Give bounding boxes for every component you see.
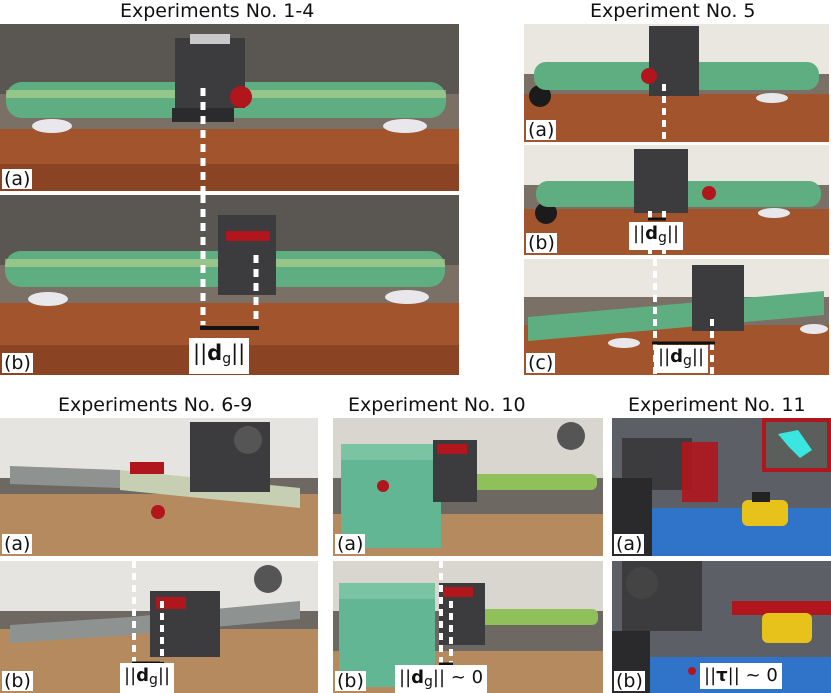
title-experiment-10: Experiment No. 10 xyxy=(348,394,526,416)
photo-exp5-b: (b) ||dg|| xyxy=(524,145,829,255)
title-experiments-6-9: Experiments No. 6-9 xyxy=(58,394,253,416)
panel-label: (b) xyxy=(335,670,366,692)
photo-exp11-a: (a) xyxy=(612,418,831,556)
photo-exp1-4-a: (a) xyxy=(0,24,459,191)
panel-label: (a) xyxy=(614,533,645,555)
panel-label: (a) xyxy=(526,119,557,141)
title-experiments-1-4: Experiments No. 1-4 xyxy=(120,0,315,22)
photo-exp5-a: (a) xyxy=(524,24,829,142)
distance-metric-dg: ||dg|| xyxy=(189,338,250,374)
photo-exp5-c: (c) ||dg|| xyxy=(524,259,829,375)
photo-exp10-a: (a) xyxy=(333,418,603,556)
torque-metric-tau-approx-zero: ||τ|| ~ 0 xyxy=(700,663,782,689)
distance-metric-dg: ||dg|| xyxy=(120,663,175,693)
panel-label: (b) xyxy=(2,670,33,692)
panel-label: (a) xyxy=(2,168,33,190)
panel-label: (a) xyxy=(2,533,33,555)
panel-label: (b) xyxy=(2,352,33,374)
photo-exp6-9-a: (a) xyxy=(0,418,318,556)
panel-label: (b) xyxy=(614,670,645,692)
panel-label: (a) xyxy=(335,533,366,555)
distance-metric-dg: ||dg|| xyxy=(629,222,684,250)
photo-exp11-b: (b) ||τ|| ~ 0 xyxy=(612,561,831,693)
distance-metric-dg-approx-zero: ||dg|| ~ 0 xyxy=(395,665,488,693)
photo-exp10-b: (b) ||dg|| ~ 0 xyxy=(333,561,603,693)
panel-label: (c) xyxy=(526,352,556,374)
photo-exp1-4-b: (b) ||dg|| xyxy=(0,195,459,375)
title-experiment-5: Experiment No. 5 xyxy=(590,0,756,22)
photo-exp6-9-b: (b) ||dg|| xyxy=(0,561,318,693)
panel-label: (b) xyxy=(526,232,557,254)
distance-metric-dg: ||dg|| xyxy=(654,345,709,373)
title-experiment-11: Experiment No. 11 xyxy=(628,394,806,416)
